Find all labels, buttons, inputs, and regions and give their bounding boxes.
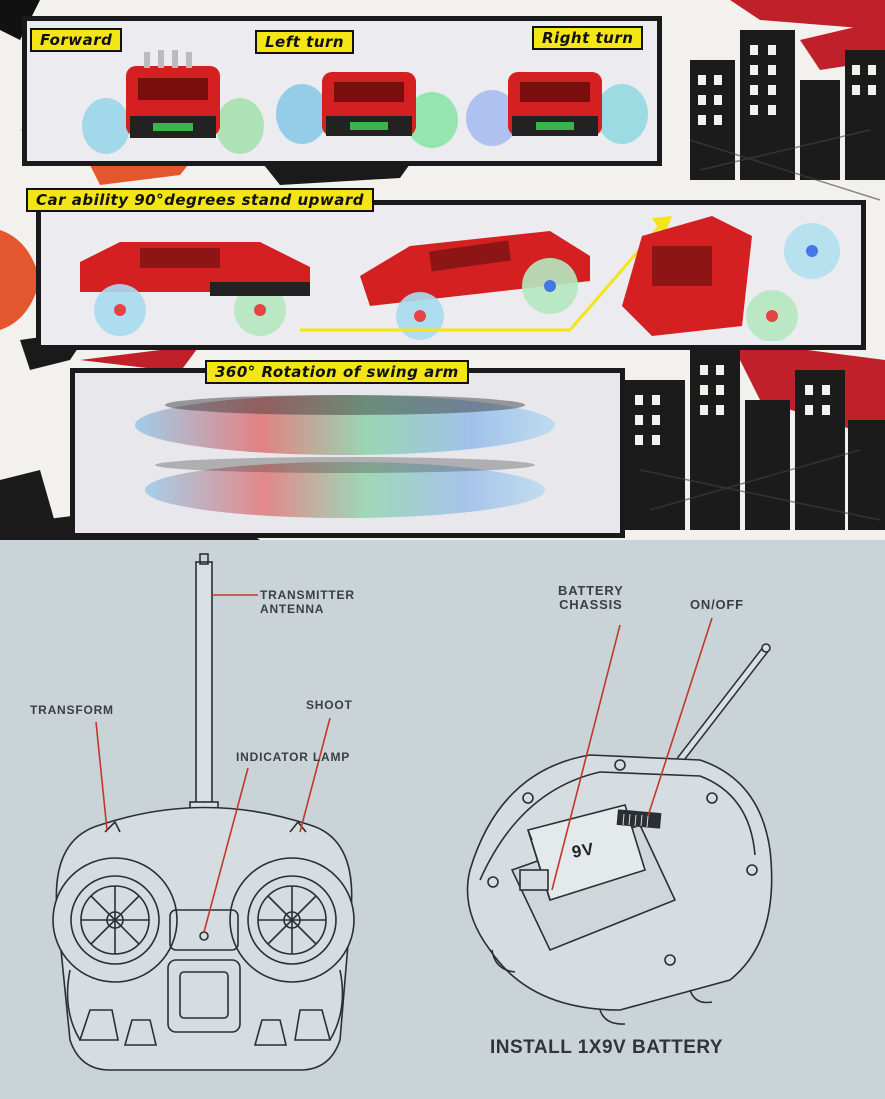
transform-label: TRANSFORM: [30, 703, 114, 717]
battery-chassis-label: BATTERY CHASSIS: [558, 584, 624, 612]
stand-upward-label: Car ability 90°degrees stand upward: [26, 188, 374, 212]
swing-arm-rotation-illustration: [130, 385, 560, 525]
car-flat-side-illustration: [60, 222, 330, 337]
battery-chassis-text: BATTERY CHASSIS: [558, 584, 624, 612]
transmitter-antenna-label: TRANSMITTER ANTENNA: [260, 588, 355, 616]
install-battery-instruction: INSTALL 1X9V BATTERY: [490, 1037, 723, 1059]
product-feature-panel: Forward Left turn Right turn Car ability…: [0, 0, 885, 540]
transmitter-drawing: [53, 554, 354, 1070]
right-turn-label: Right turn: [532, 26, 643, 50]
car-forward-illustration: [78, 46, 268, 156]
car-standing-upward-illustration: [612, 206, 852, 341]
car-left-turn-illustration: [272, 52, 462, 152]
diagram-drawing: [0, 540, 885, 1099]
battery-compartment-drawing: [468, 644, 772, 1024]
shoot-label: SHOOT: [306, 698, 353, 712]
on-off-label: ON/OFF: [690, 598, 744, 612]
transmitter-antenna-text: TRANSMITTER ANTENNA: [260, 588, 355, 616]
indicator-lamp-label: INDICATOR LAMP: [236, 750, 350, 764]
remote-control-diagram: TRANSMITTER ANTENNA TRANSFORM SHOOT INDI…: [0, 540, 885, 1099]
car-right-turn-illustration: [462, 52, 652, 152]
left-turn-label: Left turn: [255, 30, 354, 54]
rotation-label: 360° Rotation of swing arm: [205, 360, 469, 384]
battery-9v-label: 9V: [571, 842, 595, 860]
